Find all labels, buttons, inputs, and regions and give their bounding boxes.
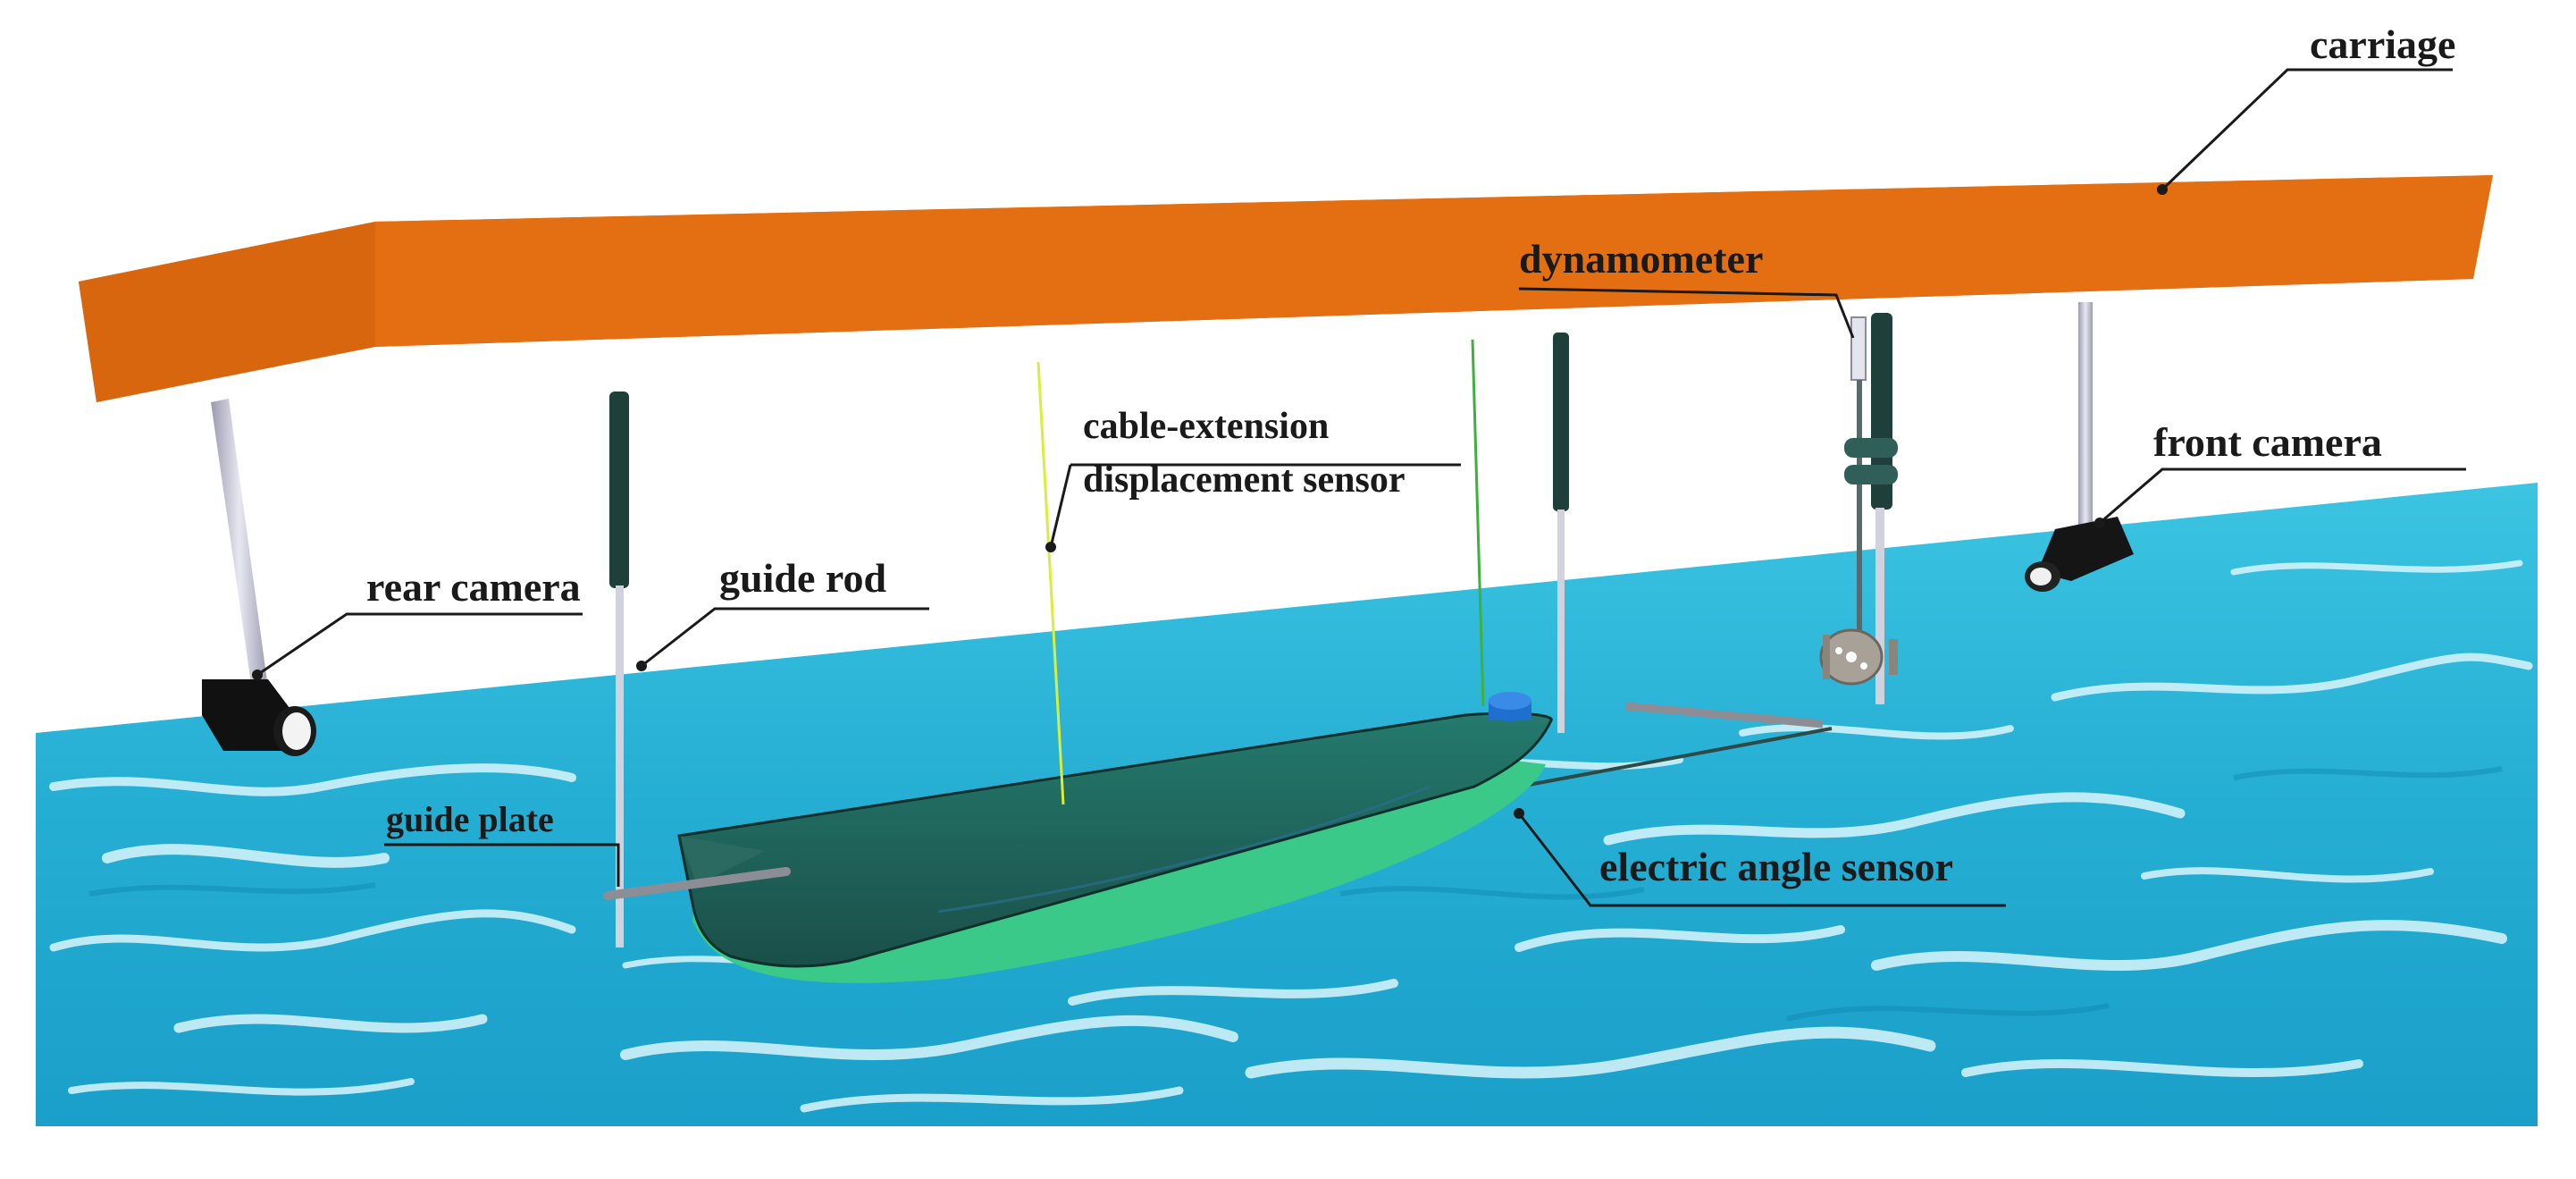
guide-rod-mid	[1553, 333, 1569, 733]
leader-lines	[252, 68, 2466, 907]
front-camera-support	[2078, 302, 2093, 526]
ship-model	[677, 712, 1553, 983]
label-guide-plate: guide plate	[386, 799, 554, 839]
label-front-camera: front camera	[2153, 419, 2382, 465]
dynamometer	[1844, 316, 1898, 630]
cable-extension-wire	[1036, 361, 1065, 805]
label-cable-sensor-line2: displacement sensor	[1083, 459, 1405, 501]
tow-arm	[1518, 702, 1833, 788]
front-camera	[2025, 517, 2134, 592]
rear-camera	[202, 679, 316, 756]
label-rear-camera: rear camera	[366, 564, 581, 610]
label-carriage: carriage	[2310, 21, 2455, 67]
rear-camera-support	[211, 399, 268, 690]
carriage	[79, 175, 2493, 402]
label-cable-sensor-line1: cable-extension	[1083, 406, 1329, 447]
label-dynamometer: dynamometer	[1519, 236, 1763, 282]
guide-rod-front	[1871, 313, 1892, 704]
label-electric-angle-sensor: electric angle sensor	[1599, 844, 1953, 889]
guide-rod-rear	[609, 392, 629, 947]
electric-angle-sensor	[1471, 339, 1531, 721]
guide-plate	[603, 867, 791, 900]
label-guide-rod: guide rod	[719, 555, 886, 601]
hinge-disc	[1819, 628, 1898, 686]
